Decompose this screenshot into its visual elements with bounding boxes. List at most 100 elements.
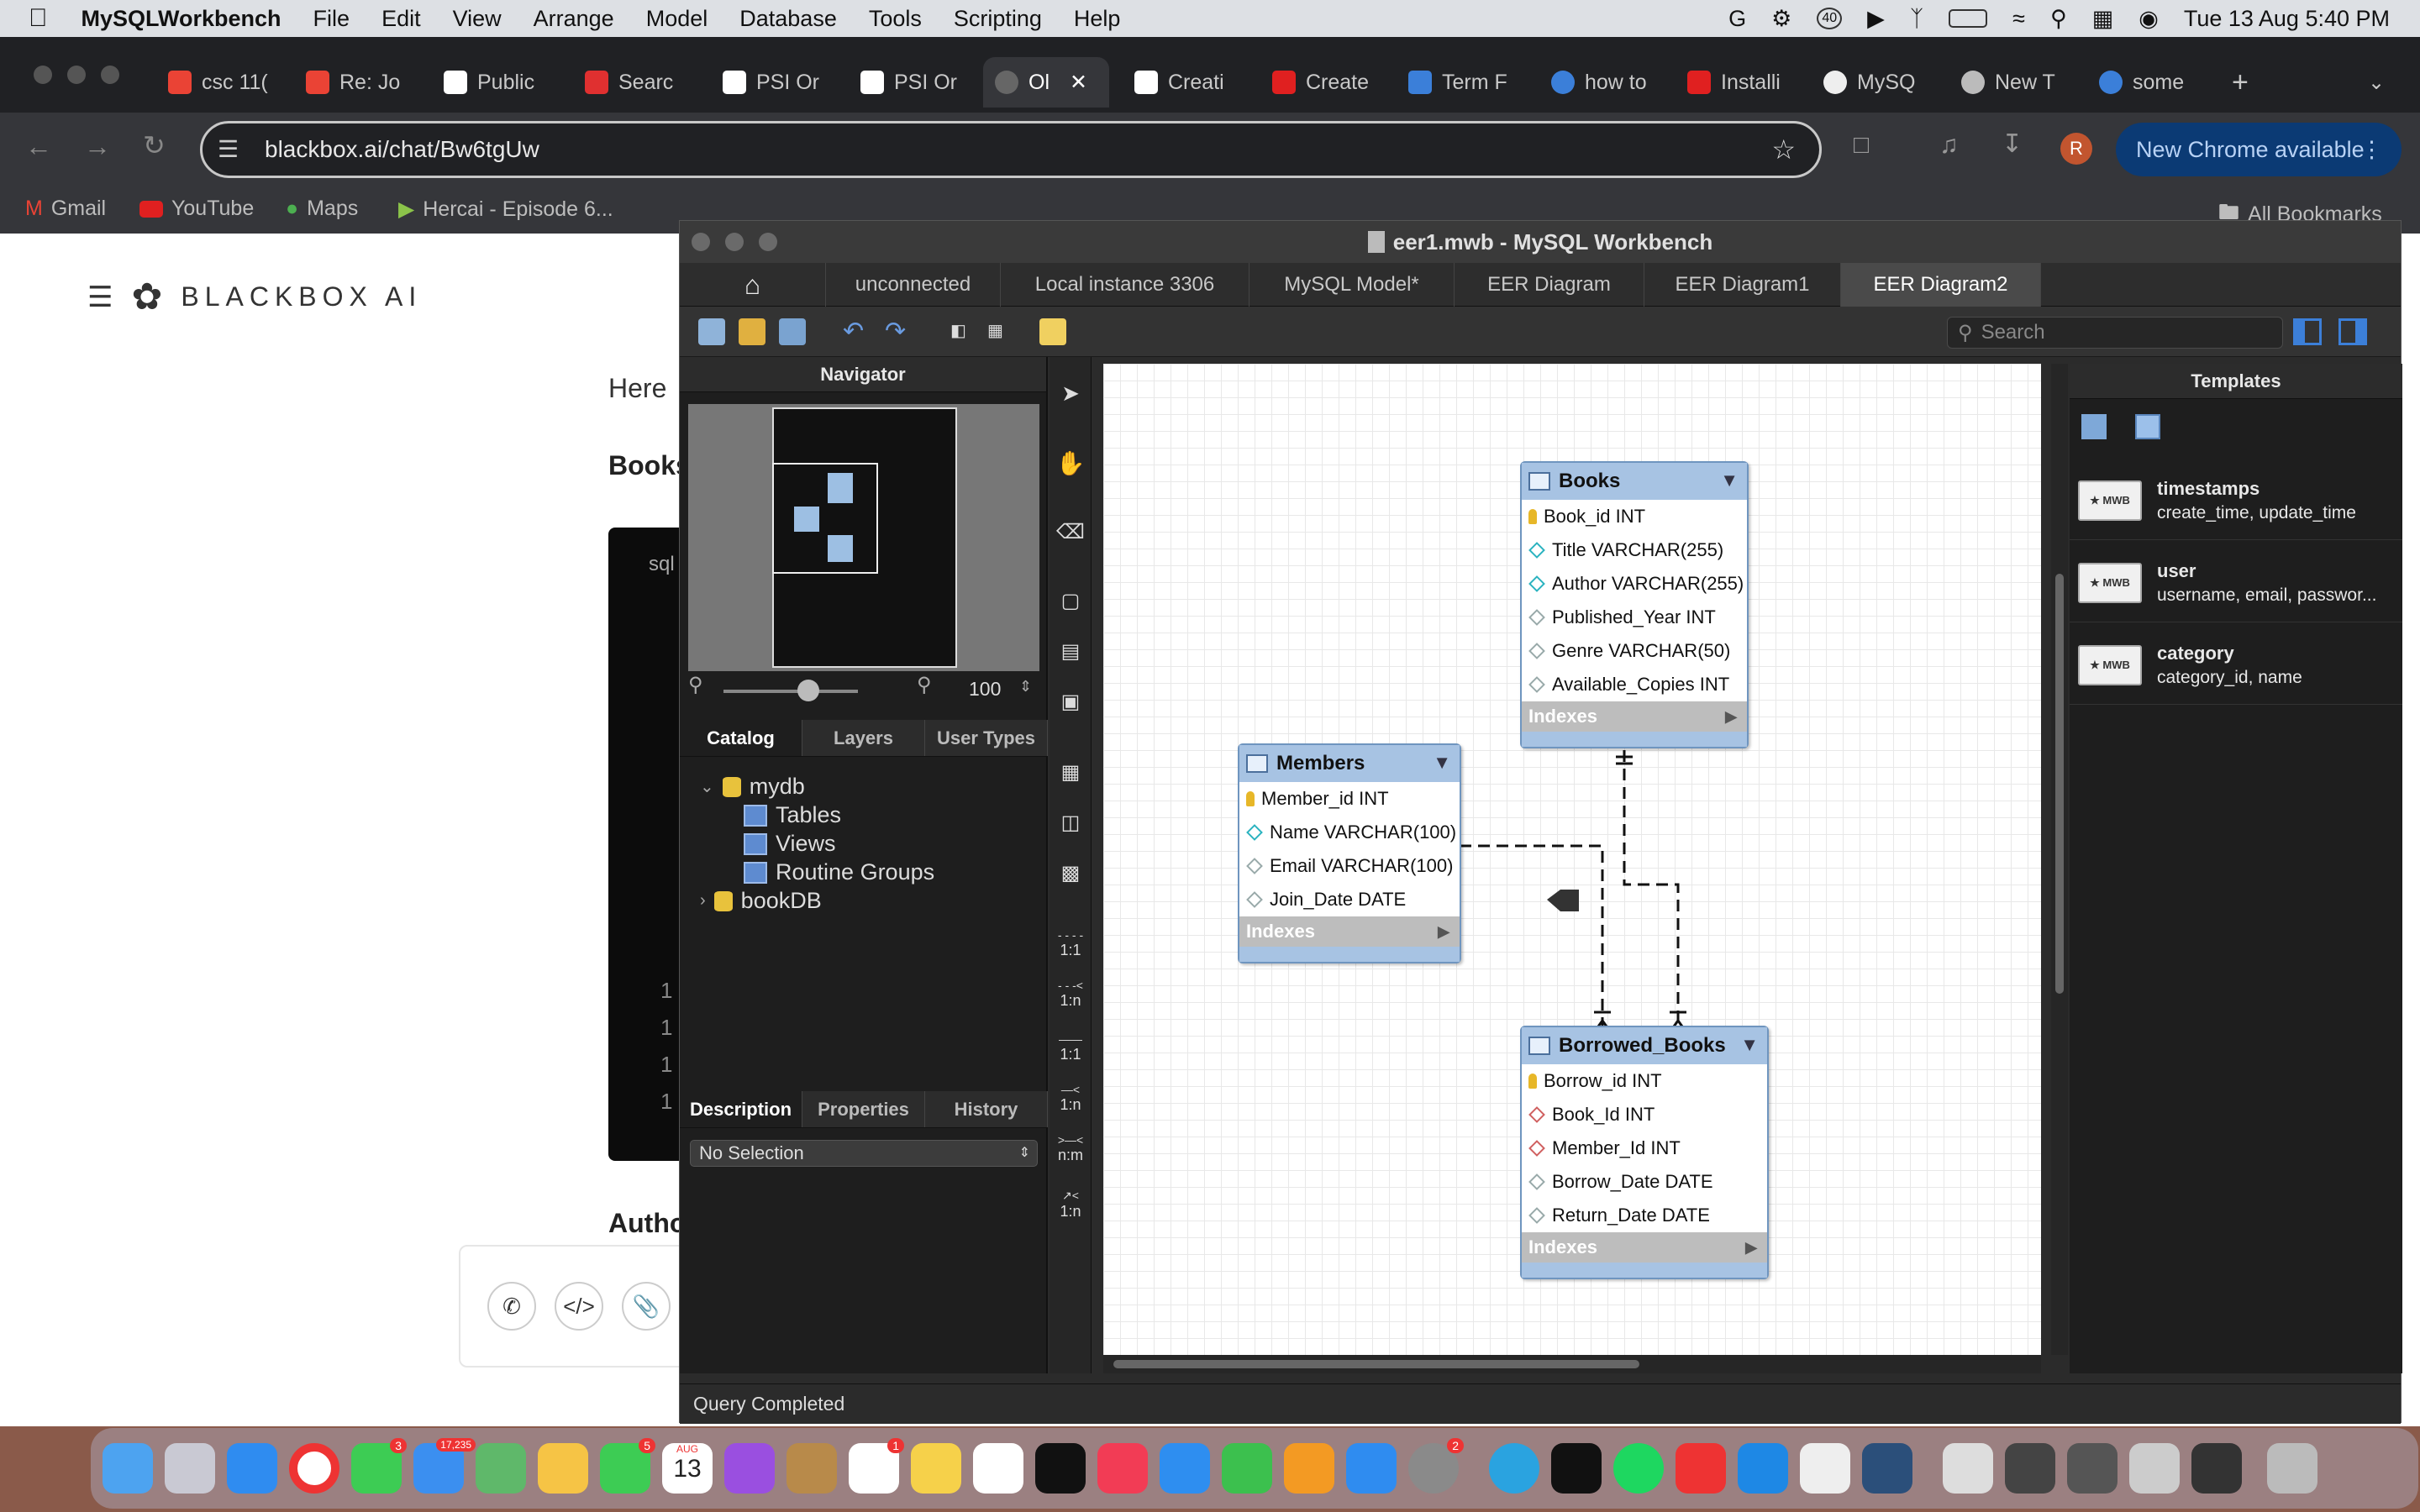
relation-1-1-identifying[interactable]: ——1:1 xyxy=(1050,1032,1092,1063)
indexes-section[interactable]: Indexes▶ xyxy=(1239,916,1460,947)
document-icon[interactable] xyxy=(1943,1443,1993,1494)
selection-dropdown[interactable]: No Selection⇕ xyxy=(690,1140,1038,1167)
menu-edit[interactable]: Edit xyxy=(362,5,421,31)
canvas-vertical-scrollbar[interactable] xyxy=(2051,364,2068,1355)
column-row[interactable]: Join_Date DATE xyxy=(1239,883,1460,916)
table-tool-icon[interactable]: ▦ xyxy=(1060,761,1081,784)
relation-1-1-nonidentifying[interactable]: - - - -1:1 xyxy=(1050,928,1092,959)
undo-icon[interactable]: ↶ xyxy=(843,318,865,345)
minimize-window-button[interactable] xyxy=(725,233,744,251)
layer-tool-icon[interactable]: ▢ xyxy=(1060,590,1081,612)
recent-window-thumbnail[interactable] xyxy=(2129,1443,2180,1494)
save-model-icon[interactable] xyxy=(779,318,806,345)
music-icon[interactable] xyxy=(1097,1443,1148,1494)
browser-tab[interactable]: PSI Or xyxy=(860,57,961,108)
column-row[interactable]: Author VARCHAR(255) xyxy=(1522,567,1747,601)
indexes-section[interactable]: Indexes▶ xyxy=(1522,1232,1767,1263)
bookmark-maps[interactable]: ●Maps xyxy=(286,197,358,221)
numbers-icon[interactable] xyxy=(1222,1443,1272,1494)
apple-menu-icon[interactable]:  xyxy=(29,4,48,33)
entity-header[interactable]: Members▼ xyxy=(1239,745,1460,782)
app-menu[interactable]: MySQLWorkbench xyxy=(62,5,281,31)
tab-eer-diagram[interactable]: EER Diagram xyxy=(1455,263,1644,307)
extension-icon[interactable]: ⚙ xyxy=(1771,5,1792,31)
more-menu-icon[interactable]: ⋮ xyxy=(2360,136,2383,162)
expand-icon[interactable]: ▶ xyxy=(1725,707,1737,725)
column-row[interactable]: Member_Id INT xyxy=(1522,1131,1767,1165)
menu-model[interactable]: Model xyxy=(627,5,708,31)
hand-tool-icon[interactable]: ✋ xyxy=(1055,450,1086,476)
finder-icon[interactable] xyxy=(103,1443,153,1494)
tree-node-mydb[interactable]: ⌄mydb xyxy=(700,774,805,800)
back-icon[interactable]: ← xyxy=(25,131,52,161)
routine-tool-icon[interactable]: ▩ xyxy=(1060,862,1081,885)
relation-books-borrowed[interactable] xyxy=(1616,750,1688,1033)
browser-tab[interactable]: Creati xyxy=(1134,57,1244,108)
code-icon[interactable]: </> xyxy=(555,1282,603,1331)
image-tool-icon[interactable]: ▣ xyxy=(1060,690,1081,713)
zoom-stepper-icon[interactable]: ⇕ xyxy=(1019,678,1033,695)
tree-node-views[interactable]: Views xyxy=(744,831,836,857)
eer-diagram-canvas[interactable]: Books▼ Book_id INT Title VARCHAR(255) Au… xyxy=(1103,364,2041,1355)
collapse-icon[interactable]: ▼ xyxy=(1720,470,1739,491)
zoom-out-icon[interactable]: ⚲ xyxy=(688,674,703,696)
toggle-sidebar-icon[interactable] xyxy=(2293,318,2322,345)
bookmark-hercai[interactable]: ▶Hercai - Episode 6... xyxy=(398,197,613,222)
column-row[interactable]: Borrow_Date DATE xyxy=(1522,1165,1767,1199)
expand-icon[interactable]: ▶ xyxy=(1745,1238,1757,1256)
browser-tab[interactable]: Term F xyxy=(1408,57,1518,108)
site-info-icon[interactable]: ☰ xyxy=(218,136,239,162)
tab-local-instance[interactable]: Local instance 3306 xyxy=(1001,263,1249,307)
status-badge-icon[interactable]: 40 xyxy=(1817,8,1843,29)
chevron-right-icon[interactable]: › xyxy=(700,891,706,910)
recent-window-thumbnail[interactable] xyxy=(2005,1443,2055,1494)
zoom-slider-thumb[interactable] xyxy=(797,680,819,701)
browser-tab[interactable]: csc 11( xyxy=(168,57,269,108)
podcasts-icon[interactable] xyxy=(724,1443,775,1494)
phone-icon[interactable]: ✆ xyxy=(487,1282,536,1331)
tab-properties[interactable]: Properties xyxy=(802,1091,925,1127)
maps-icon[interactable] xyxy=(476,1443,526,1494)
minimize-window-button[interactable] xyxy=(67,66,86,84)
entity-borrowed-books[interactable]: Borrowed_Books▼ Borrow_id INT Book_Id IN… xyxy=(1520,1026,1769,1279)
address-bar[interactable]: ☰ blackbox.ai/chat/Bw6tgUw ☆ xyxy=(200,121,1822,178)
forward-icon[interactable]: → xyxy=(84,131,111,161)
tab-layers[interactable]: Layers xyxy=(802,720,925,756)
entity-header[interactable]: Books▼ xyxy=(1522,463,1747,500)
open-model-icon[interactable] xyxy=(739,318,765,345)
facetime-icon[interactable]: 5 xyxy=(600,1438,655,1494)
profile-avatar[interactable]: R xyxy=(2060,133,2092,165)
reload-icon[interactable]: ↻ xyxy=(143,130,166,160)
notes-icon[interactable] xyxy=(911,1443,961,1494)
expand-icon[interactable]: ▶ xyxy=(1438,922,1449,940)
menu-tools[interactable]: Tools xyxy=(850,5,922,31)
apple-tv-icon[interactable] xyxy=(1035,1443,1086,1494)
siri-icon[interactable]: ◉ xyxy=(2139,5,2159,31)
column-row[interactable]: Borrow_id INT xyxy=(1522,1064,1767,1098)
attach-icon[interactable]: 📎 xyxy=(622,1282,671,1331)
close-window-button[interactable] xyxy=(692,233,710,251)
browser-tab[interactable]: Re: Jo xyxy=(306,57,407,108)
browser-tab[interactable]: Create xyxy=(1272,57,1381,108)
browser-tab[interactable]: PSI Or xyxy=(723,57,823,108)
close-tab-icon[interactable]: ✕ xyxy=(1070,71,1087,94)
column-row[interactable]: Book_id INT xyxy=(1522,500,1747,533)
tab-history[interactable]: History xyxy=(925,1091,1048,1127)
menu-file[interactable]: File xyxy=(294,5,350,31)
relation-1-n-identifying[interactable]: —<1:n xyxy=(1050,1083,1092,1114)
close-window-button[interactable] xyxy=(34,66,52,84)
column-row[interactable]: Member_id INT xyxy=(1239,782,1460,816)
new-tab-button[interactable]: + xyxy=(2232,66,2249,98)
minimap-viewport[interactable] xyxy=(772,463,878,574)
new-chrome-available-button[interactable]: New Chrome available⋮ xyxy=(2116,123,2402,176)
bookmark-youtube[interactable]: YouTube xyxy=(139,197,254,221)
tree-node-bookdb[interactable]: ›bookDB xyxy=(700,888,822,914)
tab-search-icon[interactable]: ⌄ xyxy=(2368,71,2386,94)
wifi-icon[interactable]: ≈ xyxy=(2012,5,2025,31)
entity-members[interactable]: Members▼ Member_id INT Name VARCHAR(100)… xyxy=(1238,743,1461,963)
bookmark-star-icon[interactable]: ☆ xyxy=(1771,134,1796,165)
relation-1-n-nonidentifying[interactable]: - - -<1:n xyxy=(1050,979,1092,1010)
